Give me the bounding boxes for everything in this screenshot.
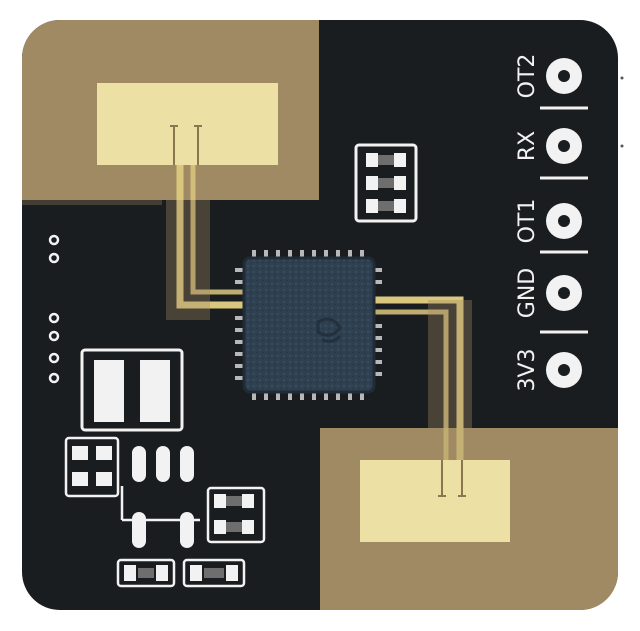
copper-region-left-tab — [22, 200, 162, 205]
antenna-pad-bottom — [360, 460, 510, 542]
header-pins — [540, 58, 588, 388]
radar-chip — [244, 258, 374, 392]
trace-top-shield — [166, 200, 210, 320]
pin-label-rx: RX — [515, 131, 540, 161]
smd-components-bottom-left — [64, 436, 266, 588]
pin-label-ot1: OT1 — [515, 199, 540, 244]
power-inductor — [80, 348, 184, 432]
test-pads-left — [48, 234, 60, 384]
trace-top-antenna-1 — [176, 165, 245, 309]
antenna-pad-top — [97, 83, 278, 165]
chip-pins — [235, 250, 382, 400]
trace-bottom-shield — [428, 300, 472, 460]
trace-bottom-antenna-1 — [370, 296, 464, 460]
antenna-feed-bottom — [438, 460, 466, 497]
radar-chip-edge — [242, 256, 376, 394]
stray-mark — [620, 144, 624, 148]
stray-mark — [620, 76, 624, 80]
trace-top-antenna-2 — [190, 165, 245, 295]
capacitor-array — [354, 143, 418, 223]
pin-label-gnd: GND — [515, 268, 540, 318]
pin-label-3v3: 3V3 — [515, 348, 540, 391]
chip-logo — [316, 317, 342, 343]
pin-label-ot2: OT2 — [515, 54, 540, 99]
trace-bottom-antenna-2 — [370, 309, 449, 460]
antenna-feed-top — [170, 125, 202, 165]
